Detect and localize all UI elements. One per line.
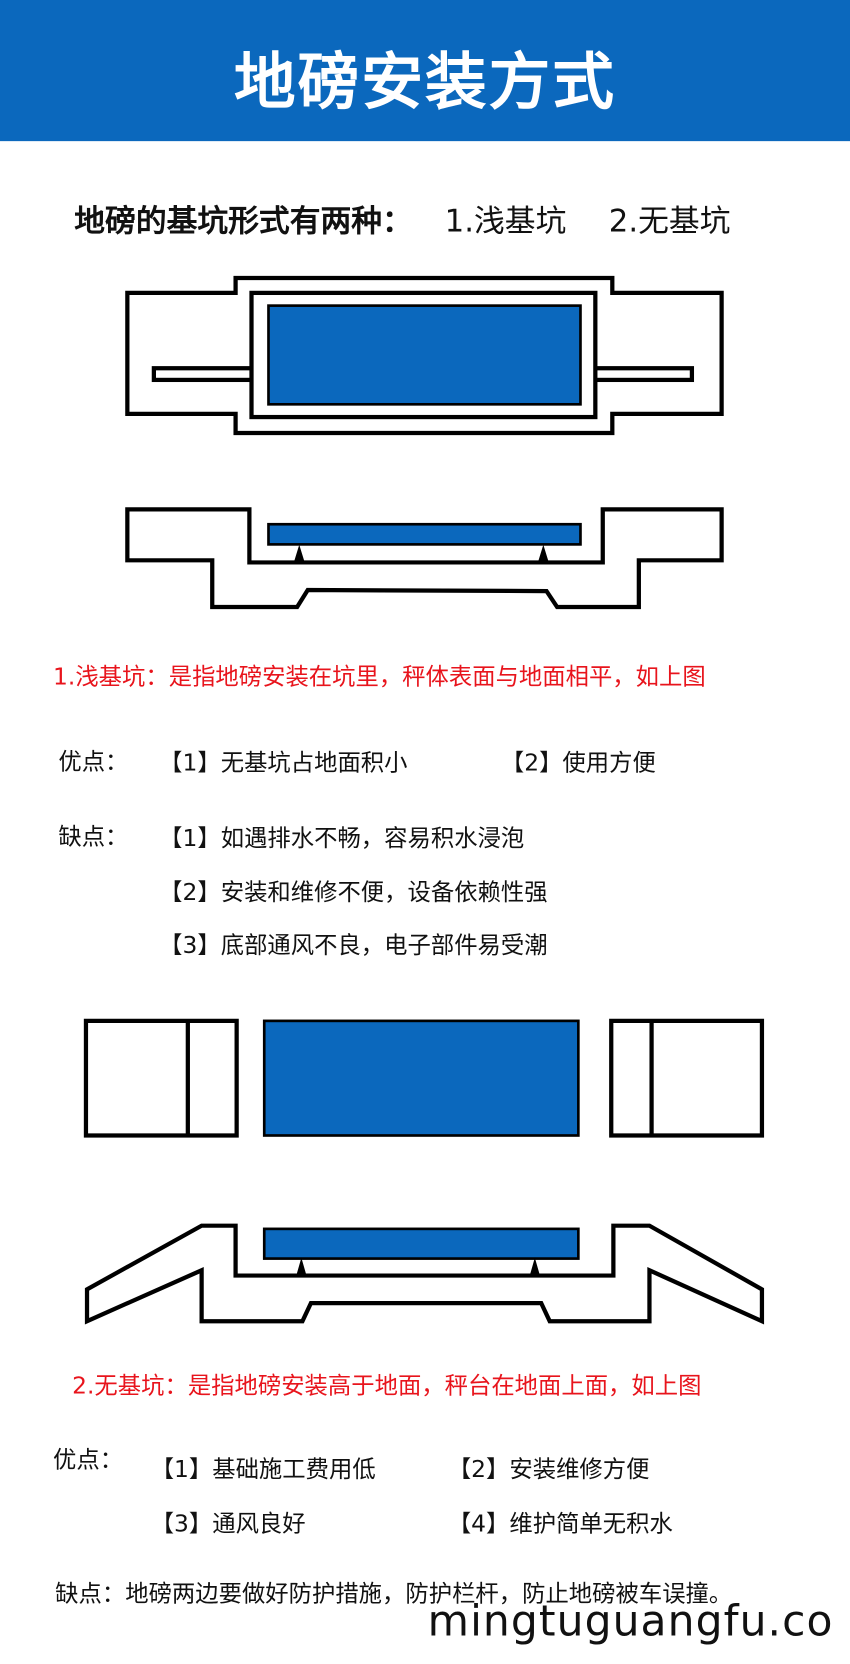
shallow-pit-side-outline [125, 507, 724, 610]
watermark: mingtuguangfu.co [427, 1597, 834, 1646]
support-icon [538, 544, 549, 561]
intro-label: 地磅的基坑形式有两种： [74, 202, 413, 239]
shallow-con-item: 【2】安装和维修不便，设备依赖性强 [159, 879, 548, 907]
no-pit-pro-item: 【1】基础施工费用低 [150, 1457, 376, 1484]
no-pit-pro-item: 【4】维护简单无积水 [447, 1511, 673, 1538]
shallow-cons-label: 缺点： [58, 824, 129, 852]
shallow-con-item: 【1】如遇排水不畅，容易积水浸泡 [159, 825, 525, 853]
no-pit-pro-item: 【2】安装维修方便 [447, 1457, 650, 1484]
intro-line: 地磅的基坑形式有两种： 1.浅基坑 2.无基坑 [74, 196, 730, 241]
shallow-pit-description: 1.浅基坑：是指地磅安装在坑里，秤体表面与地面相平，如上图 [53, 664, 706, 691]
shallow-pit-platform-top [267, 304, 582, 406]
shallow-pro-item: 【1】无基坑占地面积小 [159, 750, 408, 777]
no-pit-cons: 缺点：地磅两边要做好防护措施，防护栏杆，防止地磅被车误撞。 [55, 1581, 733, 1608]
header-banner [0, 0, 850, 142]
intro-option-1: 1.浅基坑 [444, 202, 567, 239]
shallow-pit-platform-side [267, 522, 582, 546]
no-pit-ramp-right [609, 1018, 765, 1138]
intro-option-2: 2.无基坑 [608, 202, 731, 239]
no-pit-pros-label: 优点： [53, 1447, 124, 1475]
no-pit-platform-top [262, 1019, 580, 1137]
shallow-con-item: 【3】底部通风不良，电子部件易受潮 [159, 932, 548, 960]
support-icon [296, 1257, 307, 1276]
shallow-pros-label: 优点： [58, 749, 129, 776]
shallow-pro-item: 【2】使用方便 [500, 750, 656, 777]
support-icon [529, 1257, 540, 1276]
no-pit-pro-item: 【3】通风良好 [150, 1511, 306, 1538]
no-pit-platform-side [262, 1227, 580, 1260]
page-title: 地磅安装方式 [233, 45, 617, 118]
no-pit-side-outline [84, 1223, 765, 1325]
no-pit-description: 2.无基坑：是指地磅安装高于地面，秤台在地面上面，如上图 [72, 1373, 702, 1400]
support-icon [294, 544, 305, 561]
no-pit-ramp-left [83, 1018, 239, 1138]
